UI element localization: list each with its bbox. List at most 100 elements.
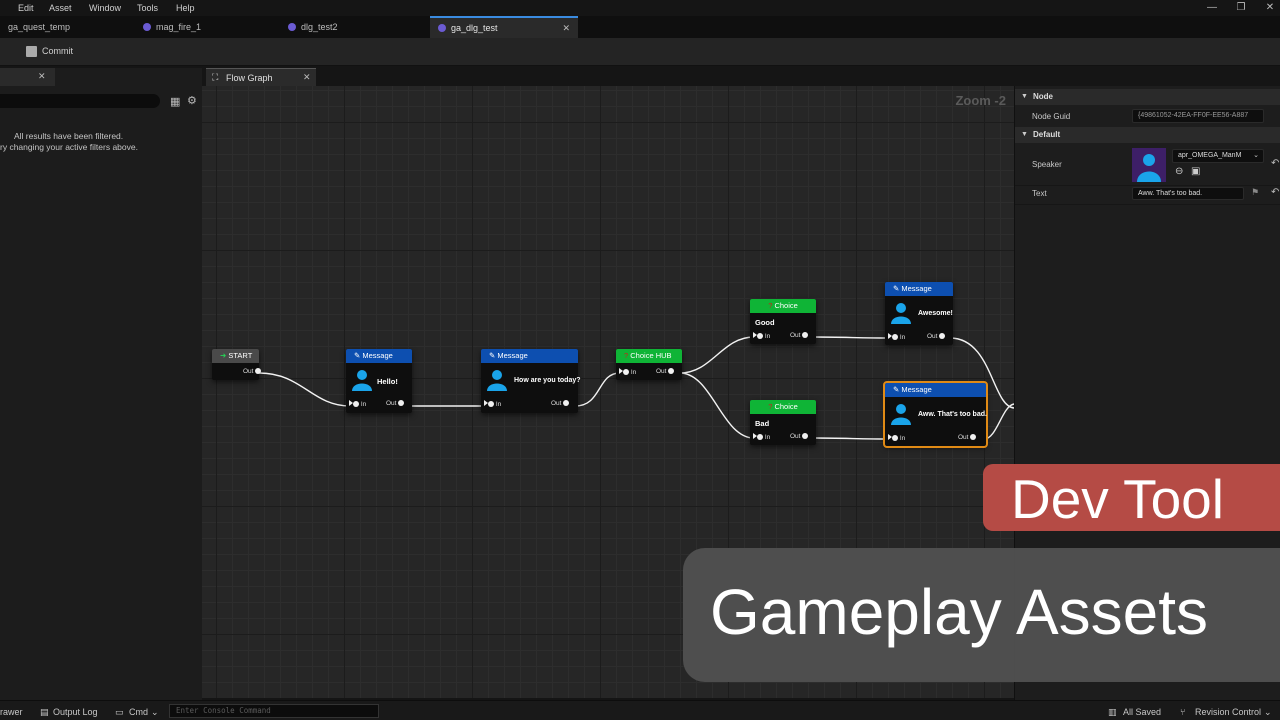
wire-hub-good bbox=[679, 336, 755, 374]
node-choice-bad[interactable]: ? Choice Bad In Out bbox=[750, 400, 816, 445]
node-choice-good[interactable]: ? Choice Good In Out bbox=[750, 299, 816, 344]
caret-down-icon: ▼ bbox=[1021, 131, 1028, 138]
node-choice-hub[interactable]: ? Choice HUB In Out bbox=[616, 349, 682, 380]
pin-out[interactable]: Out bbox=[790, 332, 809, 339]
pin-dot-icon bbox=[563, 400, 570, 406]
node-start[interactable]: ➜ START Out bbox=[212, 349, 262, 380]
pin-in[interactable]: In bbox=[484, 400, 501, 408]
close-icon[interactable]: ✕ bbox=[562, 23, 570, 33]
commit-button[interactable]: Commit bbox=[42, 46, 73, 56]
tab-label: dlg_test2 bbox=[301, 22, 338, 32]
arrow-right-icon: ➜ bbox=[220, 351, 227, 360]
content-drawer-button[interactable]: rawer bbox=[0, 707, 23, 717]
menu-help[interactable]: Help bbox=[176, 3, 195, 13]
pin-out[interactable]: Out bbox=[551, 400, 570, 407]
pin-in[interactable]: In bbox=[619, 368, 636, 376]
asset-tab-bar: ga_quest_temp mag_fire_1 dlg_test2 ga_dl… bbox=[0, 16, 1280, 38]
pin-out[interactable]: Out bbox=[790, 433, 809, 440]
maximize-button[interactable]: ❐ bbox=[1236, 2, 1246, 13]
tab-ga-dlg-test[interactable]: ga_dlg_test ✕ bbox=[430, 16, 578, 38]
pin-out[interactable]: Out bbox=[243, 368, 262, 375]
node-message-too-bad[interactable]: ✎ Message Aww. That's too bad. In Out bbox=[883, 381, 988, 448]
pin-in[interactable]: In bbox=[888, 333, 905, 341]
menu-tools[interactable]: Tools bbox=[137, 3, 159, 13]
tab-flow-graph[interactable]: ⛶ Flow Graph ✕ bbox=[206, 68, 316, 86]
pin-label: In bbox=[764, 333, 771, 340]
pin-dot-icon bbox=[353, 401, 359, 407]
toolbar: Commit bbox=[0, 38, 1280, 66]
pin-out[interactable]: Out bbox=[386, 400, 405, 407]
pin-out[interactable]: Out bbox=[656, 368, 675, 375]
tab-label: mag_fire_1 bbox=[156, 22, 202, 32]
section-title: Node bbox=[1033, 92, 1053, 101]
graph-tab-bar: ⛶ Flow Graph ✕ bbox=[202, 68, 1014, 86]
minimize-button[interactable]: — bbox=[1207, 2, 1217, 13]
node-header: ➜ START bbox=[212, 349, 259, 363]
question-icon: ? bbox=[768, 301, 773, 310]
pin-in[interactable]: In bbox=[349, 400, 366, 408]
chevron-down-icon[interactable]: ⌄ bbox=[151, 707, 159, 717]
node-header: ? Choice bbox=[750, 400, 816, 414]
tab-label: Flow Graph bbox=[226, 73, 273, 83]
tab-ga-quest-temp[interactable]: ga_quest_temp bbox=[0, 16, 140, 38]
chevron-down-icon[interactable]: ⌄ bbox=[1264, 707, 1272, 717]
tab-dlg-test2[interactable]: dlg_test2 bbox=[280, 16, 430, 38]
speaker-dropdown[interactable]: apr_OMEGA_ManM⌄ bbox=[1172, 149, 1264, 163]
browse-icon[interactable]: ⊖ bbox=[1175, 166, 1184, 177]
pin-in[interactable]: In bbox=[753, 433, 770, 441]
menu-asset[interactable]: Asset bbox=[49, 3, 72, 13]
close-icon[interactable]: ✕ bbox=[303, 72, 311, 82]
all-saved-button[interactable]: All Saved bbox=[1123, 707, 1162, 717]
close-window-button[interactable]: ✕ bbox=[1265, 2, 1275, 13]
menu-edit[interactable]: Edit bbox=[18, 3, 34, 13]
graph-icon: ⛶ bbox=[212, 72, 219, 82]
node-message-awesome[interactable]: ✎ Message Awesome! In Out bbox=[885, 282, 953, 345]
search-input[interactable] bbox=[0, 94, 160, 108]
panel-tab[interactable] bbox=[0, 68, 55, 86]
gameplay-assets-badge: Gameplay Assets bbox=[683, 548, 1280, 682]
pin-label: Out bbox=[243, 368, 254, 375]
gear-icon[interactable]: ⚙ bbox=[187, 95, 197, 107]
pin-out[interactable]: Out bbox=[958, 434, 977, 441]
node-guid-field[interactable]: {49861052-42EA-FF0F-EE56-A887 bbox=[1132, 109, 1264, 123]
flag-icon[interactable]: ⚑ bbox=[1251, 187, 1260, 197]
grid-view-icon[interactable]: ▦ bbox=[170, 96, 181, 108]
revision-control-button[interactable]: Revision Control bbox=[1195, 707, 1262, 717]
cmd-button[interactable]: Cmd bbox=[129, 707, 149, 717]
reset-icon[interactable]: ↶ bbox=[1271, 158, 1280, 169]
pin-dot-icon bbox=[488, 401, 494, 407]
text-field[interactable]: Aww. That's too bad. bbox=[1132, 187, 1244, 200]
exec-pin-icon bbox=[753, 433, 757, 439]
message-text: Awesome! bbox=[918, 310, 953, 317]
filter-hint: ry changing your active filters above. bbox=[0, 142, 138, 152]
console-input[interactable]: Enter Console Command bbox=[169, 704, 379, 718]
section-node[interactable]: ▼Node bbox=[1015, 89, 1280, 105]
output-log-button[interactable]: Output Log bbox=[53, 707, 98, 717]
use-selected-icon[interactable]: ▣ bbox=[1191, 166, 1201, 177]
wire-good-awesome bbox=[812, 336, 890, 339]
speaker-thumbnail[interactable] bbox=[1132, 148, 1166, 182]
flow-graph-canvas[interactable]: Zoom -2 ➜ START Out ✎ Message Hello! In … bbox=[202, 86, 1014, 698]
node-header: ✎ Message bbox=[885, 282, 953, 296]
node-message-hello[interactable]: ✎ Message Hello! In Out bbox=[346, 349, 412, 413]
node-guid-label: Node Guid bbox=[1032, 112, 1071, 121]
avatar-icon bbox=[487, 370, 507, 391]
reset-icon[interactable]: ↶ bbox=[1271, 187, 1280, 198]
pin-in[interactable]: In bbox=[753, 332, 770, 340]
pin-dot-icon bbox=[398, 400, 405, 406]
asset-icon bbox=[438, 24, 446, 32]
message-icon: ✎ bbox=[489, 351, 496, 360]
tab-mag-fire-1[interactable]: mag_fire_1 bbox=[135, 16, 280, 38]
save-icon[interactable] bbox=[26, 46, 37, 57]
node-title: Message bbox=[901, 284, 932, 293]
pin-out[interactable]: Out bbox=[927, 333, 946, 340]
message-text: How are you today? bbox=[514, 377, 581, 384]
close-icon[interactable]: ✕ bbox=[38, 71, 46, 81]
pin-in[interactable]: In bbox=[888, 434, 905, 442]
section-default[interactable]: ▼Default bbox=[1015, 127, 1280, 143]
pin-label: In bbox=[495, 401, 502, 408]
pin-dot-icon bbox=[255, 368, 262, 374]
speaker-value: apr_OMEGA_ManM bbox=[1178, 152, 1242, 159]
menu-window[interactable]: Window bbox=[89, 3, 122, 13]
node-message-how-are-you[interactable]: ✎ Message How are you today? In Out bbox=[481, 349, 581, 413]
